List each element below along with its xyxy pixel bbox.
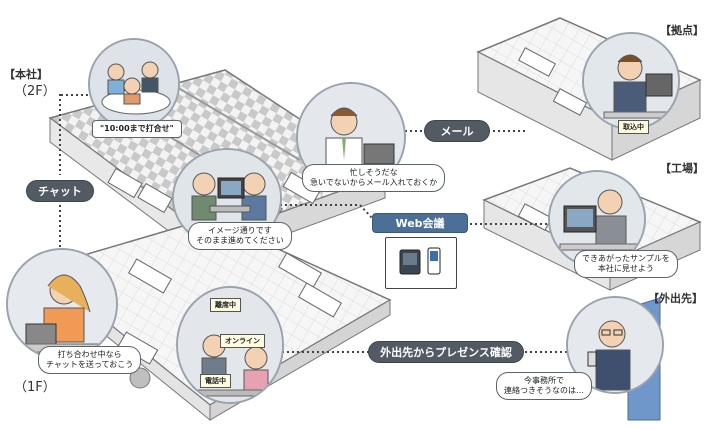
presence-connector: 外出先からプレゼンス確認 [368, 341, 524, 363]
hq-label: 【本社】 [4, 68, 48, 81]
factory-worker-bubble: できあがったサンプルを 本社に見せよう [574, 250, 678, 278]
branch-status-tag: 取込中 [618, 120, 649, 134]
branch-worker-scene [582, 32, 680, 130]
outside-label: 【外出先】 [648, 292, 703, 305]
branch-label: 【拠点】 [660, 24, 704, 37]
status-online-tag: オンライン [220, 334, 265, 348]
outside-man-bubble: 今事務所で 連絡つきそうなのは… [496, 372, 592, 400]
chat-woman-bubble: 打ち合わせ中なら チャットを送っておこう [38, 346, 142, 374]
status-away-tag: 離席中 [210, 298, 241, 312]
web-meeting-connector: Web会議 [372, 213, 468, 233]
meeting-room-scene [88, 38, 180, 130]
factory-label: 【工場】 [660, 162, 704, 175]
floor-2f-label: （2F） [14, 84, 56, 99]
floor-1f-label: （1F） [14, 380, 56, 395]
chat-woman-scene [6, 248, 118, 360]
meeting-room-status: "10:00まで打合せ" [92, 120, 182, 138]
chat-connector: チャット [26, 180, 94, 202]
video-meeting-bubble: イメージ通りです そのまま進めてください [188, 222, 292, 250]
mail-connector: メール [424, 120, 490, 142]
busy-worker-bubble: 忙しそうだな 急いでないからメール入れておくか [302, 164, 446, 192]
web-meeting-device [385, 237, 457, 289]
status-on-phone-tag: 電話中 [200, 374, 231, 388]
